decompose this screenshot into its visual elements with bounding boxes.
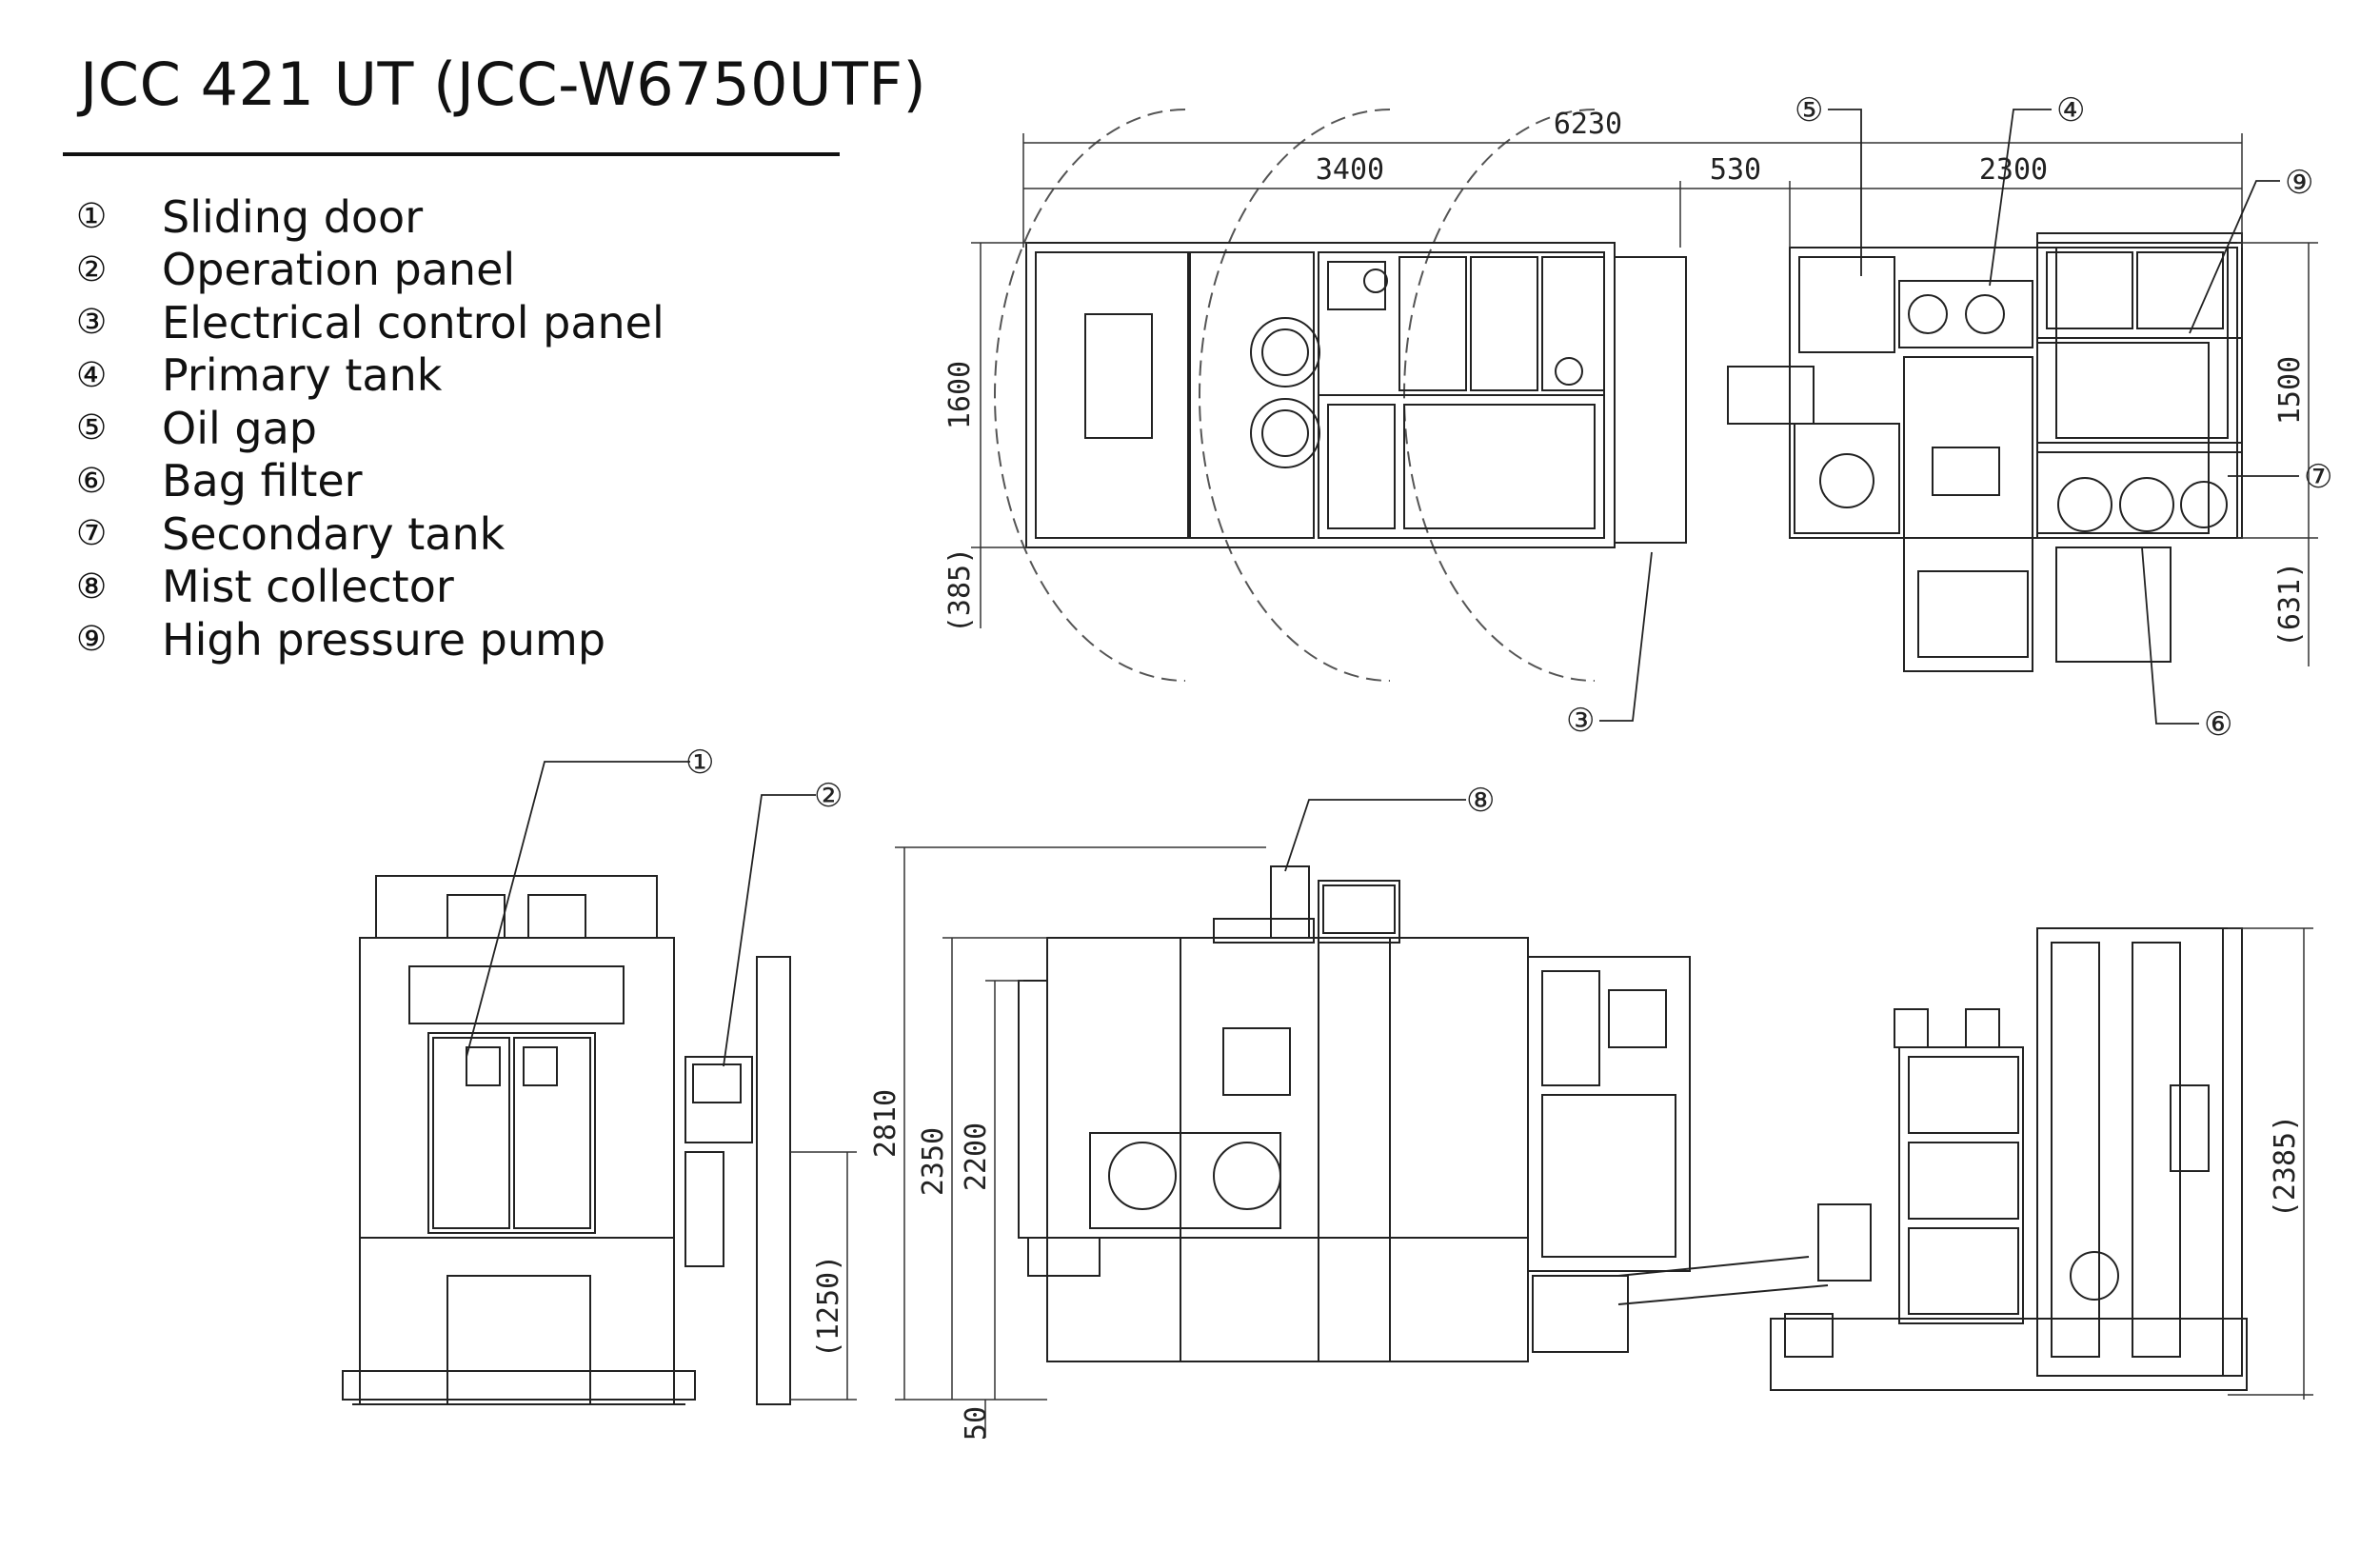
legend-label: Electrical control panel [162,296,664,348]
dim-base-height: 50 [960,1406,993,1441]
plan-dimension-labels: 6230 3400 530 2300 1600 (385) 1500 (631) [943,108,2307,647]
title-underline [63,152,840,156]
electrical-panel-plan [1614,256,1687,544]
drawing-title: JCC 421 UT (JCC-W6750UTF) [80,50,927,119]
callout-sliding-door: ① [685,744,714,782]
parts-legend: ① Sliding door ② Operation panel ③ Electric… [76,190,664,666]
callout-mist-collector: ⑧ [1466,782,1495,820]
front-view [342,875,791,1405]
side-view [1018,865,2248,1391]
dim-body-height: 2350 [917,1127,950,1196]
dim-machine-length: 3400 [1316,153,1384,187]
callout-bag-filter: ⑥ [2204,705,2232,744]
legend-item: ⑧ Mist collector [76,561,664,614]
legend-label: Sliding door [162,190,424,243]
dim-tank-height: (2385) [2269,1115,2302,1218]
plan-dimensions [971,133,2318,666]
callout-high-pressure-pump: ⑨ [2285,164,2313,202]
callout-secondary-tank: ⑦ [2304,458,2332,496]
legend-number: ⑦ [76,514,108,554]
tank-unit-plan [1789,247,2238,539]
callout-oil-gap: ⑤ [1795,91,1823,129]
plan-view [994,109,2243,682]
callout-operation-panel: ② [814,777,843,815]
legend-label: Oil gap [162,402,317,454]
side-dimensions [895,846,2313,1438]
plan-callout-numbers: ⑤ ④ ⑨ ⑦ ⑥ ③ [1566,91,2332,744]
side-filter-tower [1898,1046,2024,1324]
legend-number: ⑧ [76,566,108,606]
legend-number: ④ [76,355,108,395]
legend-item: ④ Primary tank [76,349,664,403]
front-body [359,937,675,1405]
dim-gap-length: 530 [1710,153,1761,187]
dim-tank-depth-extra: (631) [2273,562,2307,647]
legend-label: Operation panel [162,244,516,296]
legend-label: High pressure pump [162,613,606,666]
legend-item: ② Operation panel [76,244,664,297]
dim-door-height: 2200 [960,1123,993,1191]
dim-operation-panel-height: (1250) [812,1255,845,1358]
side-tank-unit [1770,1318,2248,1391]
legend-number: ⑥ [76,461,108,501]
legend-item: ③ Electrical control panel [76,296,664,349]
legend-item: ⑦ Secondary tank [76,507,664,561]
side-pump-frame [2036,927,2224,1377]
legend-item: ⑤ Oil gap [76,402,664,455]
dim-tank-depth: 1500 [2273,356,2307,425]
legend-item: ① Sliding door [76,190,664,244]
dim-overall-height: 2810 [869,1089,902,1158]
callout-primary-tank: ④ [2056,91,2085,129]
side-machine-body [1046,937,1529,1362]
dim-machine-depth: 1600 [943,361,977,429]
legend-number: ② [76,249,108,289]
pump-module-plan [2036,232,2243,453]
legend-item: ⑥ Bag filter [76,455,664,508]
side-dimension-labels: 2810 2350 2200 50 (2385) [869,1089,2302,1441]
legend-label: Bag filter [162,455,363,507]
legend-label: Mist collector [162,561,454,613]
legend-label: Primary tank [162,349,443,402]
legend-number: ⑨ [76,620,108,660]
plan-callouts [1599,109,2299,725]
legend-item: ⑨ High pressure pump [76,613,664,666]
dim-tank-length: 2300 [1979,153,2048,187]
legend-label: Secondary tank [162,507,506,560]
legend-number: ① [76,197,108,237]
front-dimensions [790,1151,857,1401]
callout-electrical-panel: ③ [1566,702,1595,740]
legend-number: ③ [76,303,108,343]
legend-number: ⑤ [76,408,108,448]
dim-overall-length: 6230 [1554,108,1622,141]
dim-machine-depth-extra: (385) [943,547,977,633]
side-electrical-panel [1527,956,1691,1272]
